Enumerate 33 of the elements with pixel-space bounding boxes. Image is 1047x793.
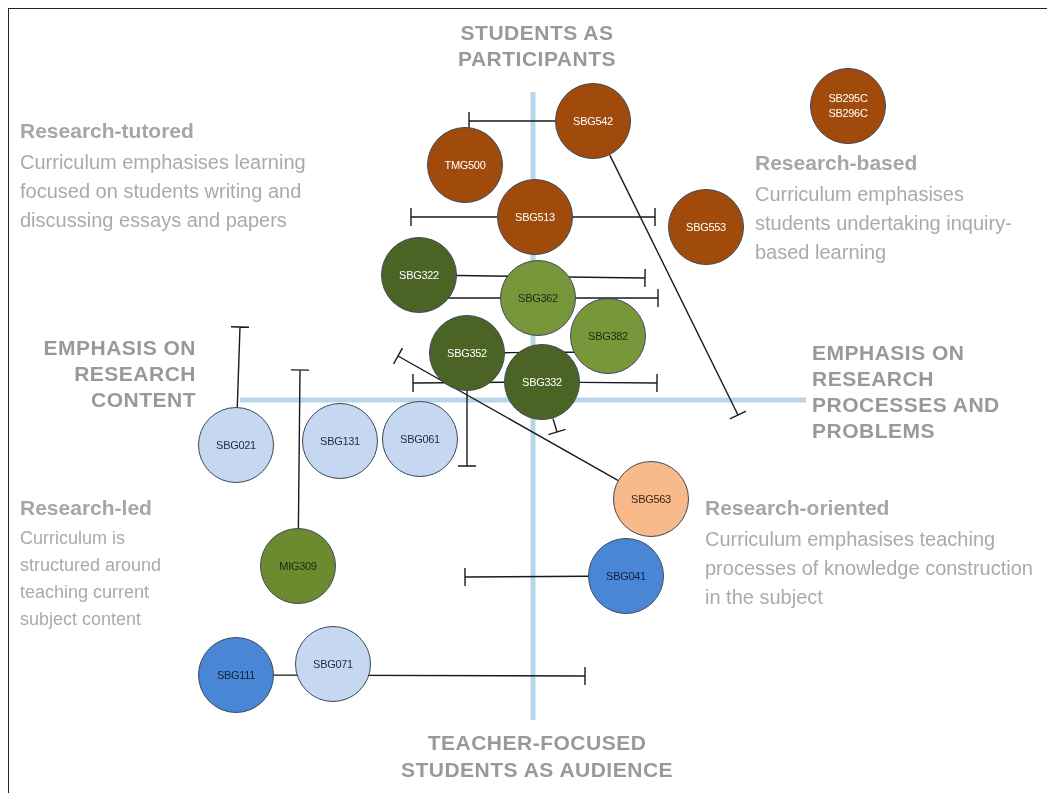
course-code: SBG041 xyxy=(606,568,646,584)
quadrant-description: Curriculum emphasises learning focused on students writing and discussing essays and papers xyxy=(20,150,307,233)
course-code: SBG322 xyxy=(399,267,439,283)
course-code: SBG071 xyxy=(313,656,353,672)
course-code: SBG362 xyxy=(518,290,558,306)
course-code: SBG332 xyxy=(522,374,562,390)
course-code: SBG021 xyxy=(216,437,256,453)
quadrant-heading: Research-oriented xyxy=(705,495,891,521)
course-code: SBG553 xyxy=(686,219,726,235)
course-code: SBG061 xyxy=(400,431,440,447)
course-code: SBG382 xyxy=(588,328,628,344)
quadrant-heading: Research-based xyxy=(755,150,919,176)
quadrant-heading: Research-tutored xyxy=(20,118,195,144)
axis-label: EMPHASIS ON RESEARCH CONTENT xyxy=(42,335,196,413)
course-code: SB296C xyxy=(828,106,868,121)
course-code: SBG513 xyxy=(515,209,555,225)
quadrant-heading: Research-led xyxy=(20,495,153,521)
course-code: SBG563 xyxy=(631,491,671,507)
quadrant-description: Curriculum is structured around teaching current subject content xyxy=(20,527,163,631)
axis-label: STUDENTS AS AUDIENCE xyxy=(399,757,675,783)
quadrant-description: Curriculum emphasises teaching processes of knowledge construction in the subject xyxy=(705,527,1034,610)
course-code: SBG131 xyxy=(320,433,360,449)
axis-label: EMPHASIS ON RESEARCH PROCESSES AND PROBLEMS xyxy=(812,340,1001,444)
course-code: TMG500 xyxy=(444,157,486,173)
axis-label: TEACHER-FOCUSED xyxy=(426,730,648,756)
course-code: SBG352 xyxy=(447,345,487,361)
course-code: MIG309 xyxy=(279,558,317,574)
axis-label: STUDENTS AS PARTICIPANTS xyxy=(456,20,618,72)
course-code: SBG542 xyxy=(573,113,613,129)
quadrant-description: Curriculum emphasises students undertaking inquiry-based learning xyxy=(755,182,1013,265)
course-code: SB295C xyxy=(828,91,868,106)
course-code: SBG111 xyxy=(216,667,256,683)
course-circle xyxy=(504,344,580,420)
